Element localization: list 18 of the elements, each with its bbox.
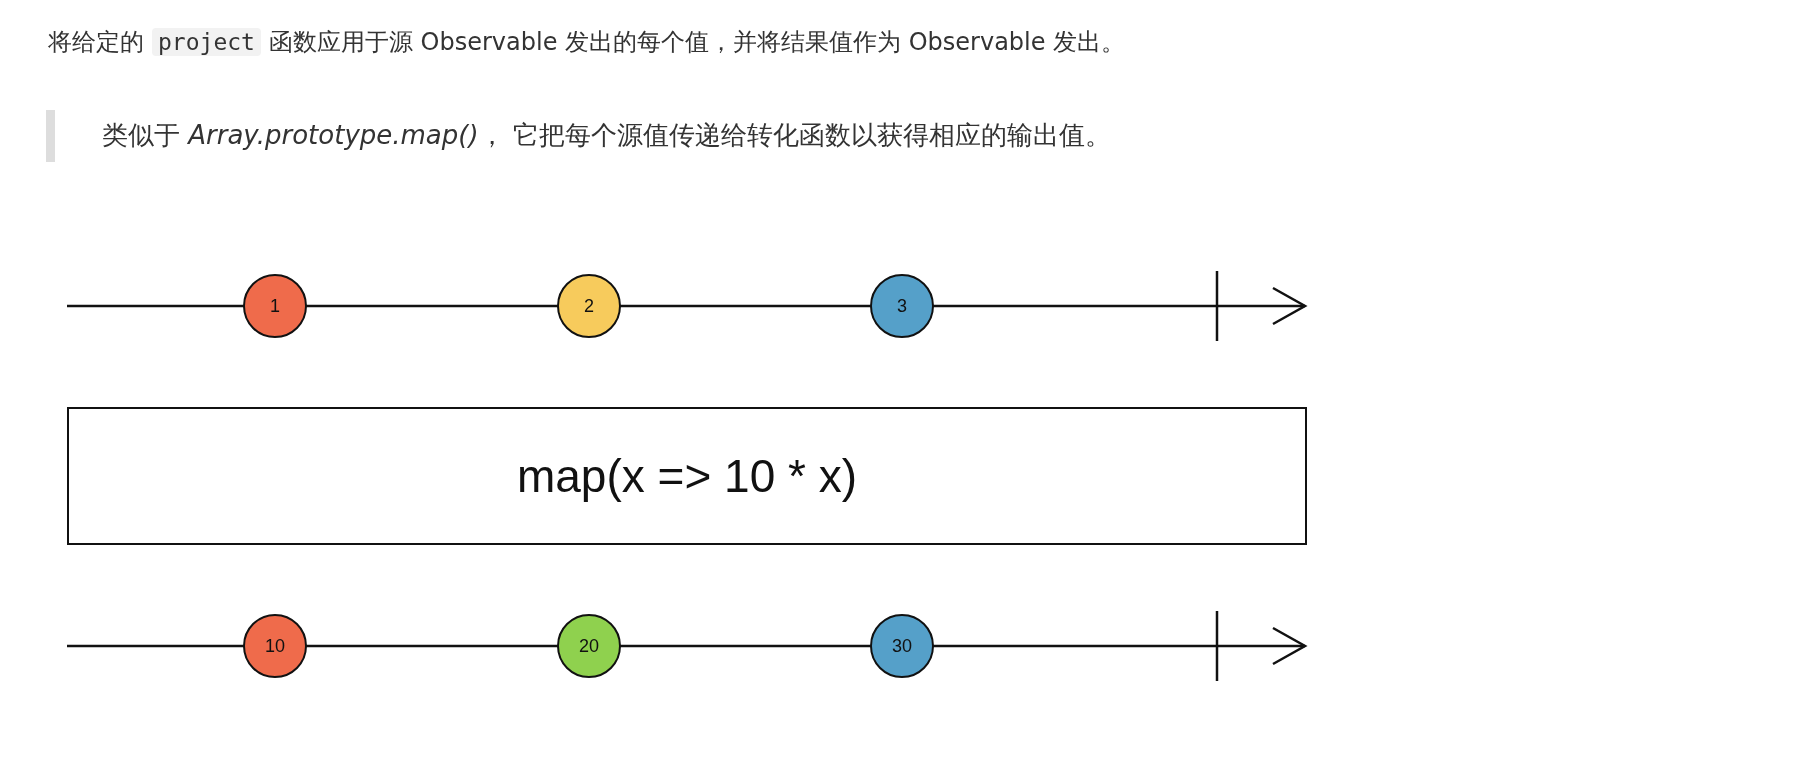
marble-circle [870,614,934,678]
marble-circle [557,274,621,338]
marble-circle [243,274,307,338]
node-label: map(x => 10 * x) [516,449,857,503]
node-label: 1 [270,295,280,317]
node-label: 20 [579,635,599,657]
description-text: 将给定的 [48,27,144,58]
node-label: 10 [265,635,285,657]
quote-text: 类似于 Array.prototype.map()， 它把每个源值传递给转化函数以获得相应的输出值。 [102,119,1111,152]
description-text: 函数应用于源 Observable 发出的每个值，并将结果值作为 Observable 发出。 [268,27,1126,58]
marble-circle [557,614,621,678]
node-label: 3 [897,295,907,317]
operator-box [67,407,1307,545]
node-label: 2 [584,295,594,317]
marble-circle [243,614,307,678]
node-label: 30 [892,635,912,657]
marble-circle [870,274,934,338]
inline-code: project [152,28,261,56]
